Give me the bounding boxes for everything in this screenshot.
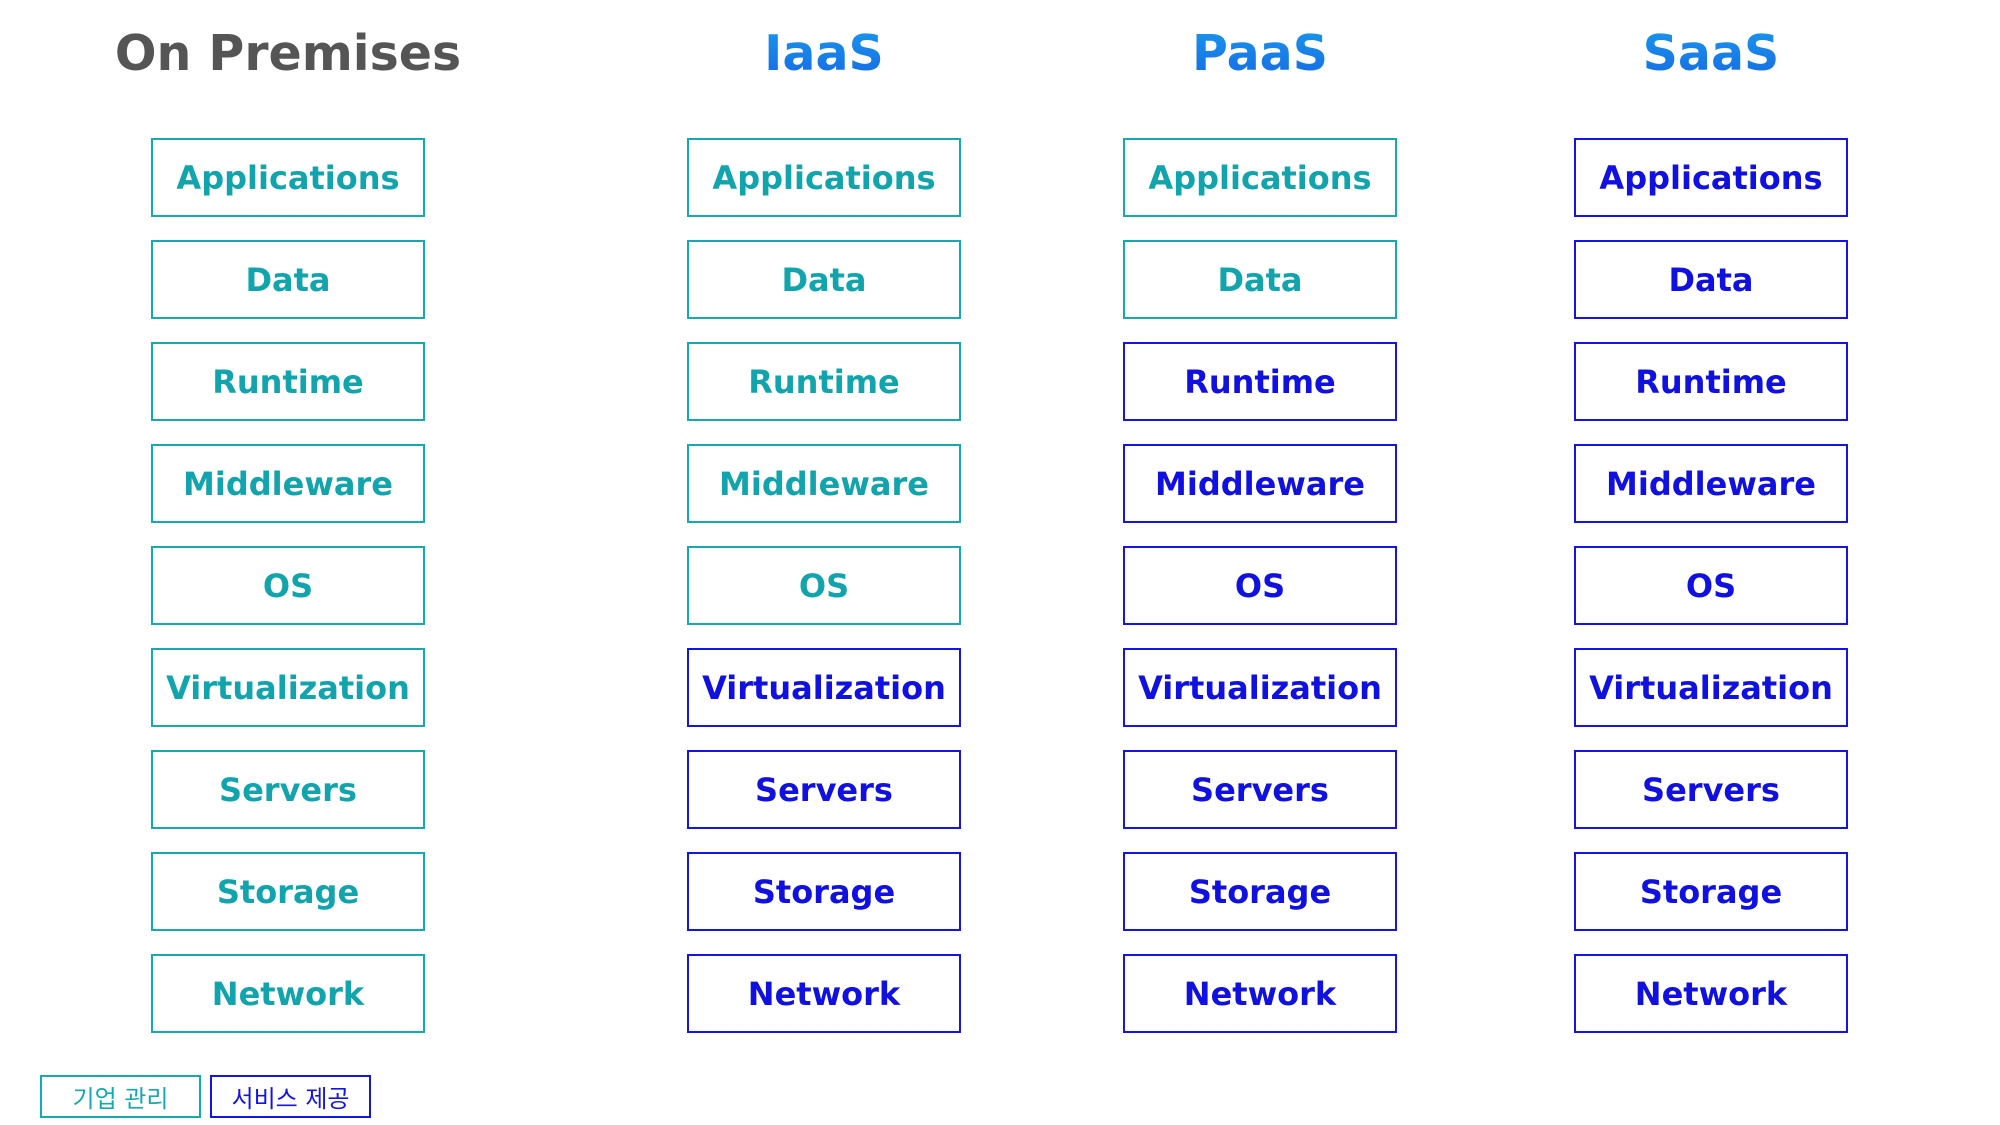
layer-box-middleware: Middleware <box>687 444 961 523</box>
layer-box-servers: Servers <box>151 750 425 829</box>
layer-box-virtualization: Virtualization <box>1123 648 1397 727</box>
legend-provided: 서비스 제공 <box>210 1075 371 1118</box>
layer-box-middleware: Middleware <box>151 444 425 523</box>
layer-box-os: OS <box>1574 546 1848 625</box>
column-title: On Premises <box>114 25 462 82</box>
layer-box-runtime: Runtime <box>1123 342 1397 421</box>
legend-managed: 기업 관리 <box>40 1075 201 1118</box>
column-title: SaaS <box>1474 14 1948 94</box>
layer-box-storage: Storage <box>1574 852 1848 931</box>
layer-box-runtime: Runtime <box>1574 342 1848 421</box>
layer-box-runtime: Runtime <box>687 342 961 421</box>
layer-box-network: Network <box>1123 954 1397 1033</box>
layer-box-storage: Storage <box>151 852 425 931</box>
layer-box-os: OS <box>687 546 961 625</box>
layer-box-middleware: Middleware <box>1574 444 1848 523</box>
layer-box-applications: Applications <box>1574 138 1848 217</box>
layer-box-network: Network <box>687 954 961 1033</box>
layer-box-middleware: Middleware <box>1123 444 1397 523</box>
layer-box-data: Data <box>1123 240 1397 319</box>
layer-box-data: Data <box>151 240 425 319</box>
layer-box-servers: Servers <box>1574 750 1848 829</box>
layer-box-storage: Storage <box>1123 852 1397 931</box>
column-title: PaaS <box>1023 14 1497 94</box>
layer-box-data: Data <box>1574 240 1848 319</box>
layer-box-applications: Applications <box>1123 138 1397 217</box>
layer-box-servers: Servers <box>1123 750 1397 829</box>
layer-box-applications: Applications <box>687 138 961 217</box>
layer-box-os: OS <box>151 546 425 625</box>
layer-box-applications: Applications <box>151 138 425 217</box>
layer-box-runtime: Runtime <box>151 342 425 421</box>
layer-box-virtualization: Virtualization <box>1574 648 1848 727</box>
layer-box-os: OS <box>1123 546 1397 625</box>
layer-box-virtualization: Virtualization <box>151 648 425 727</box>
layer-box-virtualization: Virtualization <box>687 648 961 727</box>
column-title: IaaS <box>587 14 1061 94</box>
layer-box-network: Network <box>1574 954 1848 1033</box>
layer-box-data: Data <box>687 240 961 319</box>
layer-box-network: Network <box>151 954 425 1033</box>
layer-box-servers: Servers <box>687 750 961 829</box>
layer-box-storage: Storage <box>687 852 961 931</box>
